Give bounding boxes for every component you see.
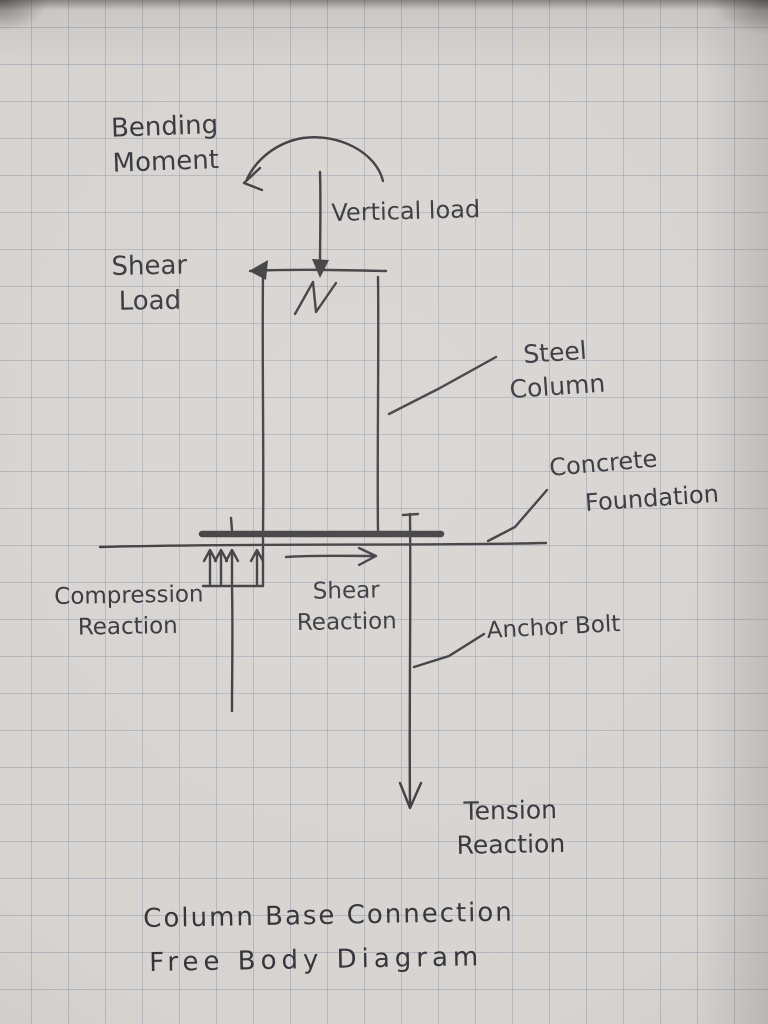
label-compression-reaction: Compression Reaction [54, 581, 204, 641]
label-tension-reaction: Tension Reaction [456, 795, 566, 860]
compression-arrow-2 [213, 548, 229, 586]
diagram-title-line2: Free Body Diagram [149, 942, 484, 978]
diagram-title-line1: Column Base Connection [143, 897, 515, 934]
anchor-bolt-line [408, 512, 412, 806]
compression-arrow-4 [249, 548, 265, 586]
foundation-line [98, 541, 548, 549]
steel-column-leader-line [387, 355, 498, 416]
column-left-edge [261, 275, 265, 534]
label-shear-reaction: Shear Reaction [296, 577, 397, 637]
shear-load-arrowhead [249, 260, 268, 280]
vertical-load-arrowhead [312, 259, 329, 278]
bending-moment-arc [245, 136, 385, 183]
bending-moment-arrowhead [242, 166, 264, 192]
compression-arrow-3 [224, 548, 240, 586]
shear-reaction-arrow [284, 546, 378, 567]
label-steel-column: Steel Column [508, 335, 607, 404]
label-vertical-load: Vertical load [331, 195, 481, 227]
anchor-bolt-leader-line [412, 632, 486, 669]
column-break-symbol [293, 280, 338, 316]
label-bending-moment: Bending Moment [110, 110, 220, 179]
label-shear-load: Shear Load [111, 250, 188, 317]
compression-arrow-1 [202, 548, 218, 586]
column-top-line [248, 268, 388, 273]
left-bolt-stub [229, 516, 234, 532]
concrete-foundation-leader-line [486, 488, 549, 543]
column-right-edge [376, 275, 380, 534]
